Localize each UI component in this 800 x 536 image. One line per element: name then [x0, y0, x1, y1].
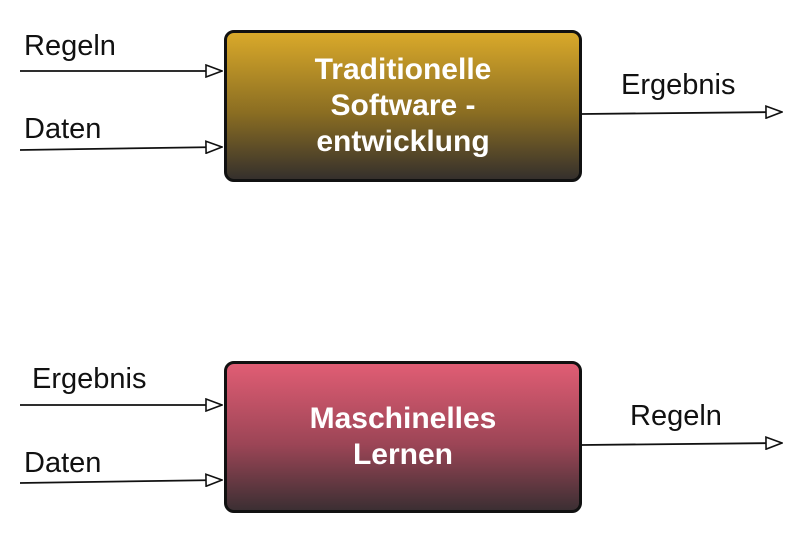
- process-title-line-2: Software -: [330, 89, 476, 122]
- process-title-traditional: Traditionelle Software - entwicklung: [315, 52, 492, 160]
- top-output-label-result: Ergebnis: [621, 69, 736, 101]
- arrow-top-input-2: [19, 147, 222, 150]
- process-title-line-2: Lernen: [352, 438, 453, 471]
- process-title-line-1: Maschinelles: [309, 402, 497, 435]
- arrow-bottom-output: [581, 443, 782, 445]
- bottom-input-label-data: Daten: [24, 447, 102, 479]
- process-box-machine-learning: Maschinelles Lernen: [224, 361, 582, 513]
- bottom-output-label-rules: Regeln: [630, 400, 722, 432]
- process-box-traditional: Traditionelle Software - entwicklung: [224, 30, 582, 182]
- top-input-label-data: Daten: [24, 113, 102, 145]
- arrow-bottom-input-2: [19, 480, 222, 483]
- arrow-top-output: [581, 112, 782, 114]
- process-title-machine-learning: Maschinelles Lernen: [310, 401, 497, 473]
- top-input-label-rules: Regeln: [24, 30, 116, 62]
- process-title-line-3: entwicklung: [316, 125, 490, 158]
- bottom-input-label-result: Ergebnis: [32, 363, 147, 395]
- process-title-line-1: Traditionelle: [314, 53, 492, 86]
